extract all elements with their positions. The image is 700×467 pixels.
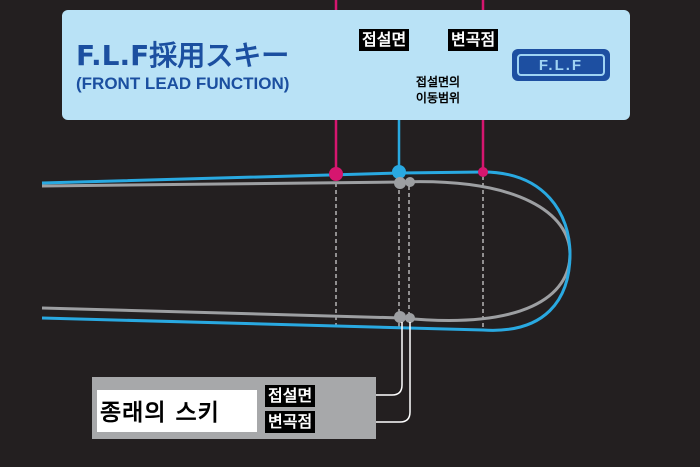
inflection-leader-line	[340, 322, 411, 423]
movement-range-label-line1: 접설면의	[415, 75, 461, 89]
old-inflection-marker-bottom	[405, 313, 415, 323]
contact-leader-line	[340, 322, 403, 396]
flf-logo-text: F.L.F	[539, 57, 583, 73]
contact-marker-dot	[392, 165, 406, 179]
movement-range-label-line2: 이동범위	[415, 91, 461, 105]
flf-subtitle: (FRONT LEAD FUNCTION)	[76, 74, 290, 93]
legend-inflection-point-label: 변곡점	[265, 411, 316, 433]
inflection-marker-dot	[478, 167, 488, 177]
flf-logo-frame: F.L.F	[517, 54, 605, 76]
old-contact-marker-bottom	[394, 311, 406, 323]
old-contact-marker-top	[394, 177, 406, 189]
flf-title: F.L.F採用スキー	[76, 39, 290, 72]
inflection-point-label: 변곡점	[448, 29, 499, 51]
flf-logo: F.L.F	[512, 49, 610, 81]
old-inflection-marker-top	[405, 177, 415, 187]
movement-range-label: 접설면의 이동범위	[400, 74, 476, 106]
contact-point-label: 접설면	[359, 29, 410, 51]
conventional-ski-label-box	[97, 390, 257, 432]
legend-contact-point-label: 접설면	[265, 385, 316, 407]
flf-ski-outline	[41, 170, 572, 332]
flf-marker-dot	[329, 167, 343, 181]
flf-logo-mark: F.L.F	[539, 57, 583, 73]
conventional-ski-outline	[41, 180, 572, 322]
conventional-ski-label: 종래의 스키	[100, 400, 220, 426]
